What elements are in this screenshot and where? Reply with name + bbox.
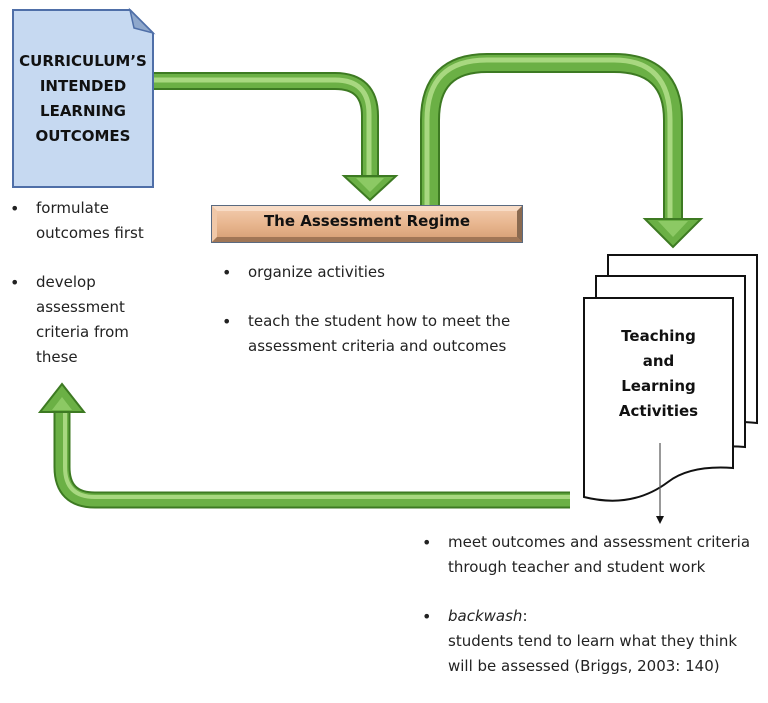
bullet-item: meet outcomes and assessment criteria th… [412,530,762,580]
assessment-regime-title: The Assessment Regime [263,212,471,230]
backwash-text: students tend to learn what they think w… [448,632,738,675]
curriculum-title-line: LEARNING [40,102,126,120]
curriculum-title: CURRICULUM’S INTENDED LEARNING OUTCOMES [13,49,153,149]
curriculum-title-line: OUTCOMES [35,127,131,145]
bullet-item: organize activities [212,260,532,285]
arrow-curriculum-to-regime [152,72,399,202]
backwash-label-suffix: : [522,607,528,625]
bullet-item: teach the student how to meet the assess… [212,309,532,359]
bullet-item: formulate outcomes first [0,196,160,246]
curriculum-title-line: INTENDED [39,77,127,95]
assessment-regime-shape [211,205,523,243]
activities-multidocument-shape [583,254,758,502]
curriculum-document-shape [12,7,156,188]
activities-title-line: Teaching [621,327,696,345]
activities-title-line: and [642,352,675,370]
arrow-activities-to-curriculum [37,382,570,509]
activities-title-line: Learning [621,377,696,395]
arrow-regime-to-activities [420,53,704,249]
activities-title-line: Activities [618,402,699,420]
bullet-item-backwash: backwash: students tend to learn what th… [412,604,762,679]
backwash-label: backwash [448,607,523,625]
activities-title: Teaching and Learning Activities [584,324,733,424]
curriculum-title-line: CURRICULUM’S [19,52,147,70]
bullet-item: develop assessment criteria from these [0,270,160,370]
curriculum-bullets: formulate outcomes first develop assessm… [0,196,160,394]
assessment-bullets: organize activities teach the student ho… [212,260,532,383]
activities-bullets: meet outcomes and assessment criteria th… [412,530,762,703]
connector-arrow [656,443,664,524]
